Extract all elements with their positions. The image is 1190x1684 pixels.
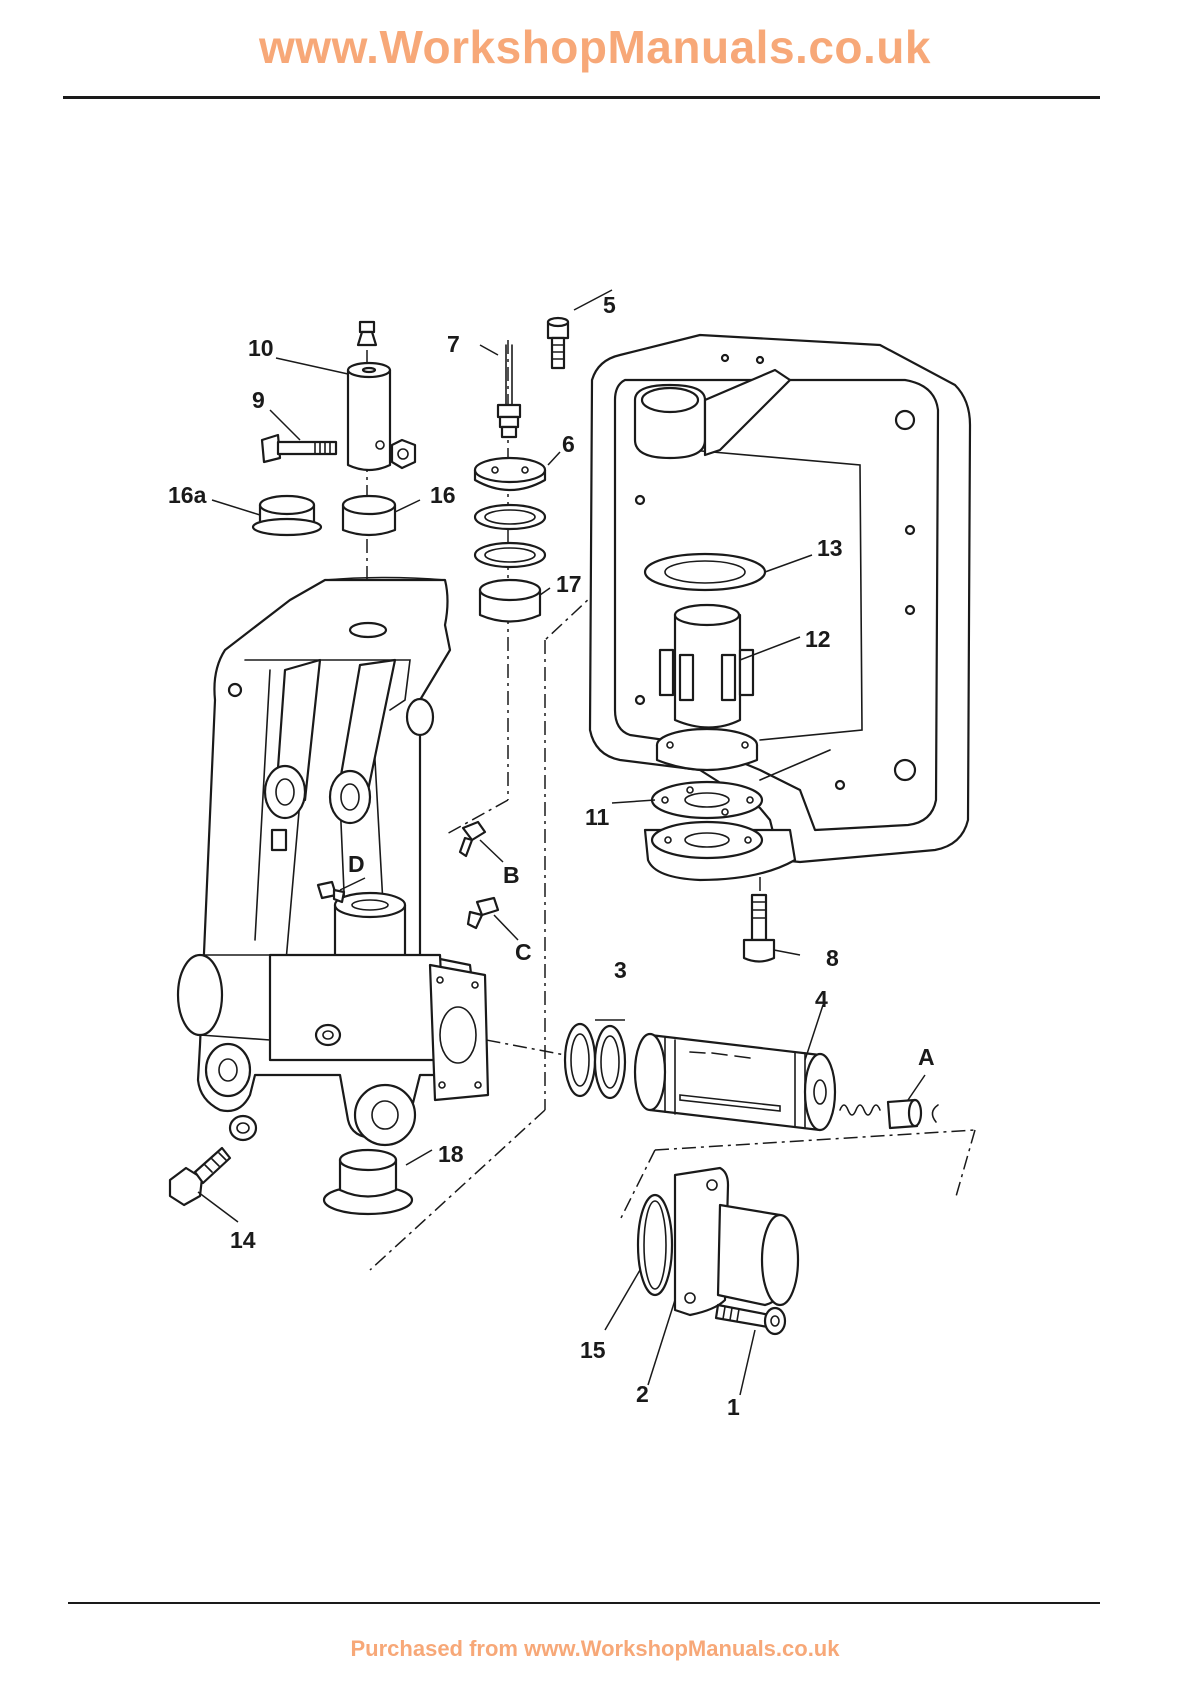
part-9-bolt [262, 435, 415, 468]
part-5-cap-screw [548, 318, 568, 368]
callout-16: 16 [430, 482, 456, 508]
part-13-thrust-washer [645, 554, 765, 590]
callout-18: 18 [438, 1141, 464, 1167]
callout-15: 15 [580, 1337, 606, 1363]
callout-12: 12 [805, 626, 831, 652]
part-8-cap-screw [744, 895, 774, 962]
callout-5: 5 [603, 292, 616, 318]
callout-10: 10 [248, 335, 274, 361]
part-a-spring-plunger [840, 1100, 938, 1128]
callout-1: 1 [727, 1394, 740, 1420]
callout-16a: 16a [168, 482, 207, 508]
callout-8: 8 [826, 945, 839, 971]
callout-a: A [918, 1044, 935, 1070]
part-7-stud [498, 345, 520, 437]
footer-purchased-from[interactable]: Purchased from www.WorkshopManuals.co.uk [0, 1636, 1190, 1662]
callout-14: 14 [230, 1227, 256, 1253]
part-6-bearing-cap [475, 458, 545, 490]
callout-11: 11 [585, 804, 610, 830]
callout-9: 9 [252, 387, 265, 413]
part-16a-flanged-bush [253, 496, 321, 535]
callout-3: 3 [614, 957, 627, 983]
c-frame [590, 335, 970, 880]
grease-nipple-b [460, 822, 485, 856]
part-16-bush [343, 496, 395, 535]
part-15-o-ring [638, 1195, 672, 1295]
part-10-pivot-pin [348, 322, 390, 470]
callout-2: 2 [636, 1381, 649, 1407]
callout-d: D [348, 851, 365, 877]
part-2-end-cap [675, 1168, 798, 1315]
part-1-cap-screw [716, 1305, 785, 1334]
callout-b: B [503, 862, 520, 888]
grease-nipple-c [468, 898, 498, 928]
part-17-bush [480, 580, 540, 622]
part-18-flanged-bush [324, 1150, 412, 1214]
callout-4: 4 [815, 986, 828, 1012]
callout-c: C [515, 939, 532, 965]
callout-17: 17 [556, 571, 582, 597]
callout-13: 13 [817, 535, 843, 561]
swing-bracket [178, 578, 488, 1146]
seal-rings [475, 505, 545, 567]
footer-rule [68, 1602, 1100, 1604]
part-14-bolt-washer [170, 1116, 256, 1205]
part-11-flange-gasket [652, 782, 762, 858]
callout-6: 6 [562, 431, 575, 457]
part-3-piston-rings [565, 1024, 625, 1098]
callout-7: 7 [447, 331, 460, 357]
part-4-spool [635, 1034, 835, 1130]
